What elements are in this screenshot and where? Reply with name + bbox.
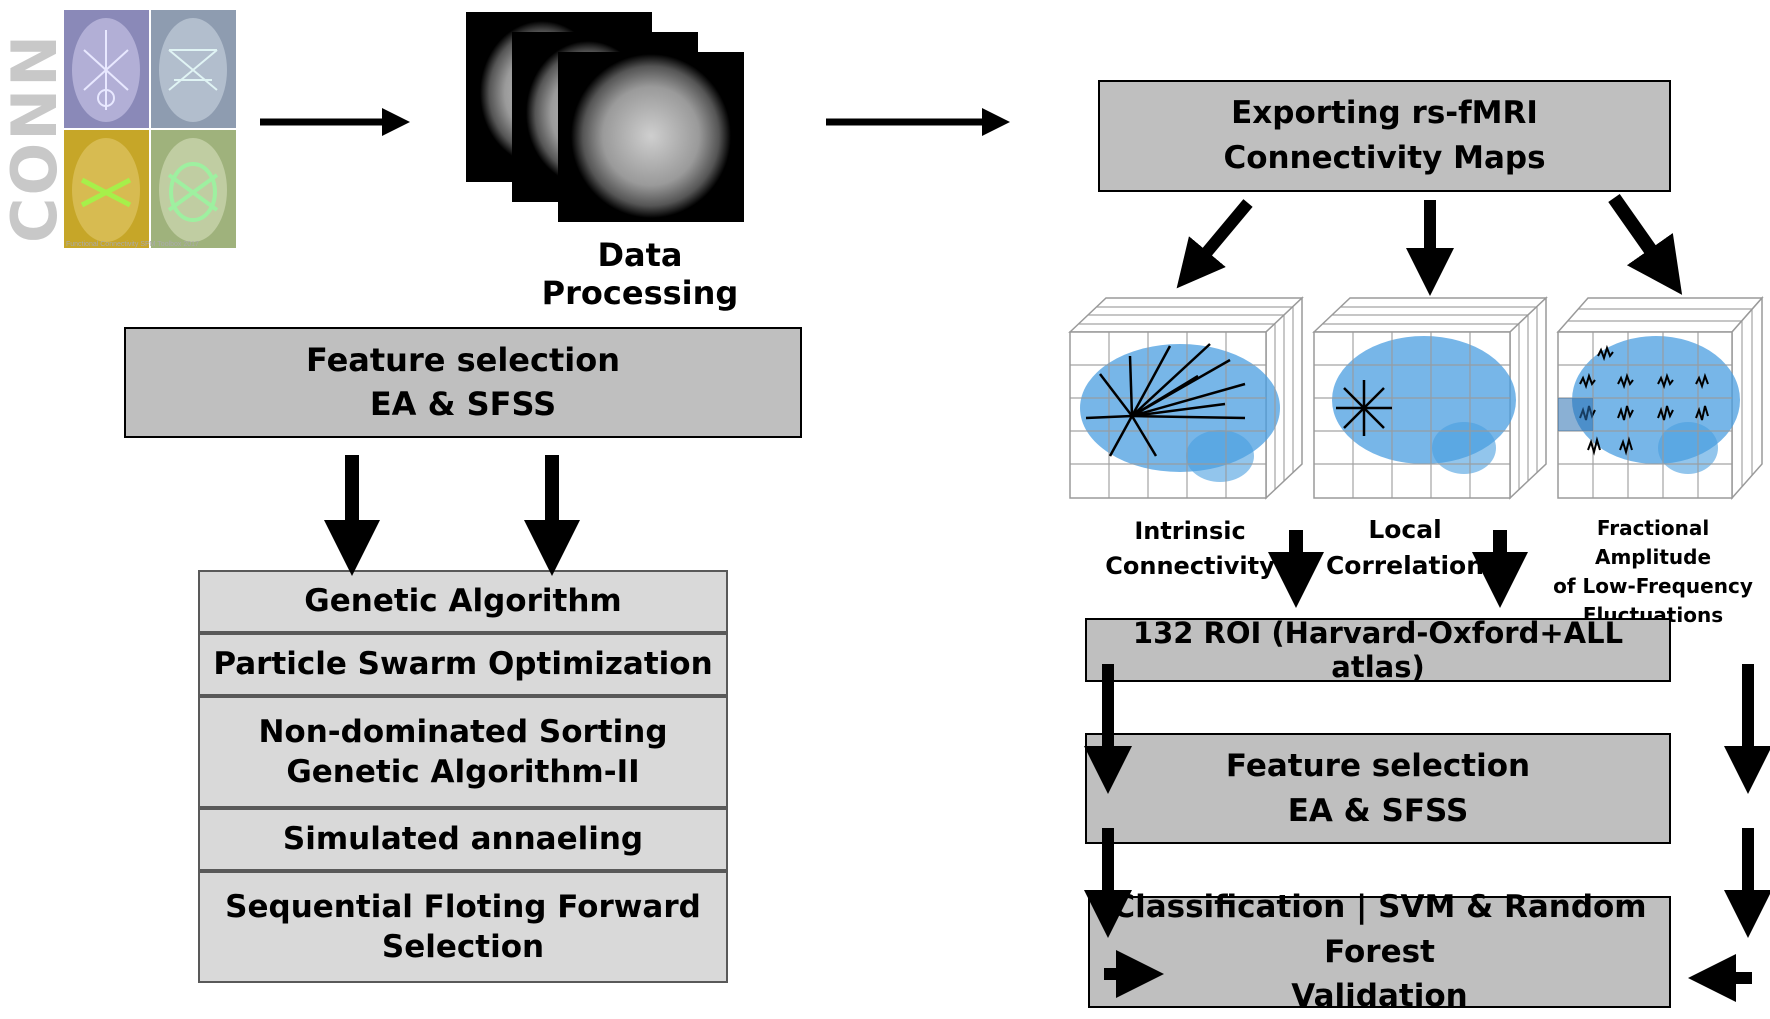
algorithm-item: Sequential Floting Forward Selection xyxy=(198,871,728,983)
falff-cube xyxy=(1556,296,1764,500)
conn-brain-panel: Functional Connectivity SPM Toolbox 2017 xyxy=(64,10,236,248)
algorithm-item: Simulated annaeling xyxy=(198,808,728,871)
arrow-icon xyxy=(1608,193,1683,295)
map-label-intrinsic: Intrinsic Connectivity xyxy=(1090,514,1290,584)
algorithm-label: Sequential Floting Forward xyxy=(225,888,701,925)
algorithm-label: Genetic Algorithm-II xyxy=(286,754,640,790)
map-label-line: Fractional Amplitude xyxy=(1594,516,1712,569)
right-feature-selection-box: Feature selection EA & SFSS xyxy=(1085,733,1671,844)
conn-logo-text: CONN xyxy=(4,33,64,243)
right-feature-line-2: EA & SFSS xyxy=(1287,792,1469,829)
export-connectivity-box: Exporting rs-fMRI Connectivity Maps xyxy=(1098,80,1671,192)
map-label-local: Local Correlation xyxy=(1310,512,1500,585)
export-line-1: Exporting rs-fMRI xyxy=(1231,95,1538,132)
left-feature-line-2: EA & SFSS xyxy=(369,384,557,423)
left-feature-selection-box: Feature selection EA & SFSS xyxy=(124,327,802,438)
left-feature-line-1: Feature selection xyxy=(306,341,620,380)
connectivity-map-cubes xyxy=(1068,296,1764,500)
algorithm-label: Particle Swarm Optimization xyxy=(213,646,713,683)
roi-box: 132 ROI (Harvard-Oxford+ALL atlas) xyxy=(1085,616,1671,684)
algorithm-label: Selection xyxy=(381,929,545,965)
local-correlation-cube xyxy=(1312,296,1548,500)
map-label-line: Intrinsic xyxy=(1134,517,1246,545)
intrinsic-connectivity-cube xyxy=(1068,296,1304,500)
conn-caption: Functional Connectivity SPM Toolbox 2017 xyxy=(66,241,199,248)
algorithm-item: Genetic Algorithm xyxy=(198,570,728,633)
export-line-2: Connectivity Maps xyxy=(1223,140,1546,176)
right-feature-line-1: Feature selection xyxy=(1225,747,1531,784)
map-label-line: Connectivity xyxy=(1105,551,1275,580)
algorithm-label: Simulated annaeling xyxy=(282,821,644,858)
classification-line-1: Classification | SVM & Random Forest xyxy=(1112,888,1647,970)
arrow-icon xyxy=(1176,199,1253,289)
fmri-slices xyxy=(466,12,744,222)
svg-text:CONN: CONN xyxy=(4,33,64,243)
algorithm-label: Genetic Algorithm xyxy=(304,583,622,620)
map-label-line: Correlation xyxy=(1325,551,1485,581)
algorithm-label: Non-dominated Sorting xyxy=(258,713,668,750)
classification-line-2: Validation xyxy=(1291,978,1468,1015)
algorithm-item: Non-dominated Sorting Genetic Algorithm-… xyxy=(198,696,728,808)
classification-box: Classification | SVM & Random Forest Val… xyxy=(1088,889,1671,1014)
map-label-line: of Low-Frequency xyxy=(1553,574,1753,598)
map-label-line: Local xyxy=(1368,515,1442,544)
data-processing-label: Data Processing xyxy=(541,236,739,312)
algorithm-item: Particle Swarm Optimization xyxy=(198,633,728,696)
roi-label: 132 ROI (Harvard-Oxford+ALL atlas) xyxy=(1132,616,1624,684)
